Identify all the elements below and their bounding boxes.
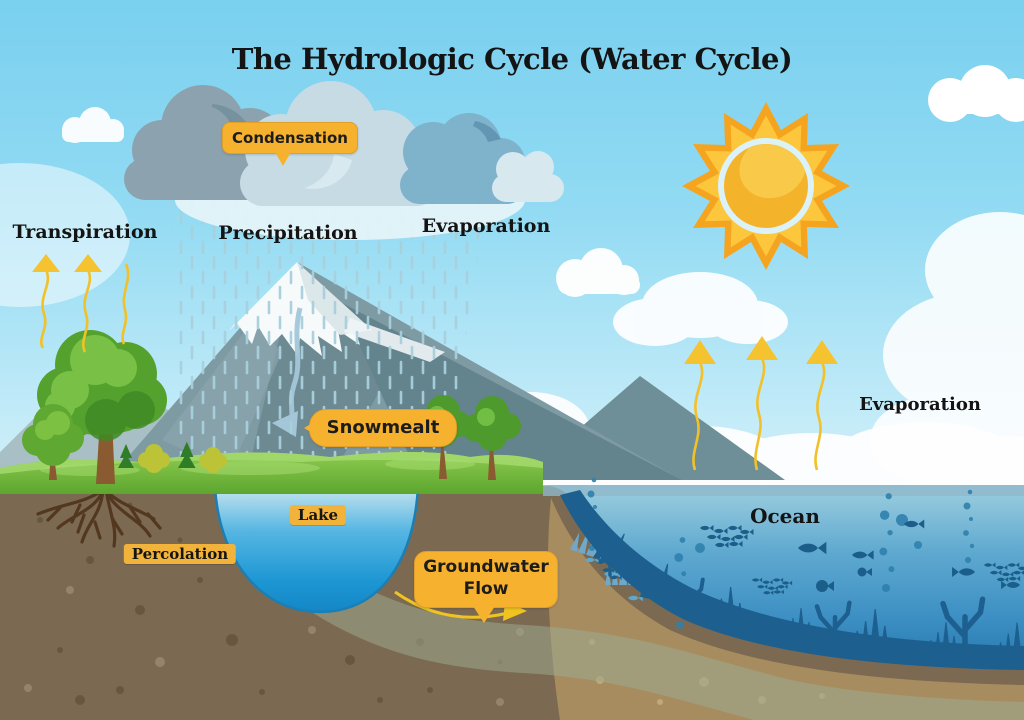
rain-cloud-icons	[124, 81, 564, 240]
big-tree	[37, 330, 167, 484]
groundwater-channel	[301, 568, 1024, 720]
groundwater-flow-label: Groundwater Flow	[414, 551, 558, 623]
right-tree-2	[462, 396, 521, 480]
small-tree	[22, 404, 84, 480]
transpiration-label: Transpiration	[12, 221, 158, 243]
rain-dashes	[170, 196, 487, 460]
cloud-icon-top-right	[928, 65, 1024, 122]
ocean-label: Ocean	[750, 504, 820, 528]
precipitation-label: Precipitation	[218, 222, 358, 244]
transpiration-arrow-icons	[32, 254, 130, 353]
evaporation-label-right: Evaporation	[859, 394, 981, 415]
condensation-label: Condensation	[222, 122, 358, 166]
cloud-icon-pale	[492, 151, 564, 202]
evaporation-label-left: Evaporation	[421, 215, 551, 237]
evaporation-arrow-icons	[684, 336, 838, 471]
tree-roots	[36, 488, 162, 548]
cloud-icon-small-left	[62, 107, 124, 143]
snowmelt-label: Snowmealt	[304, 409, 457, 447]
sun-icon	[682, 102, 850, 270]
ocean-water	[543, 485, 1024, 652]
cloud-behind-mountain	[613, 272, 788, 346]
cloud-icon-mid	[556, 248, 640, 297]
percolation-label: Percolation	[123, 544, 237, 564]
fish-schools	[596, 519, 1024, 620]
bushes	[118, 441, 227, 473]
ocean-group	[543, 477, 1024, 670]
lake-label: Lake	[289, 505, 347, 525]
page-title: The Hydrologic Cycle (Water Cycle)	[231, 42, 793, 76]
bubble-columns	[587, 477, 975, 629]
